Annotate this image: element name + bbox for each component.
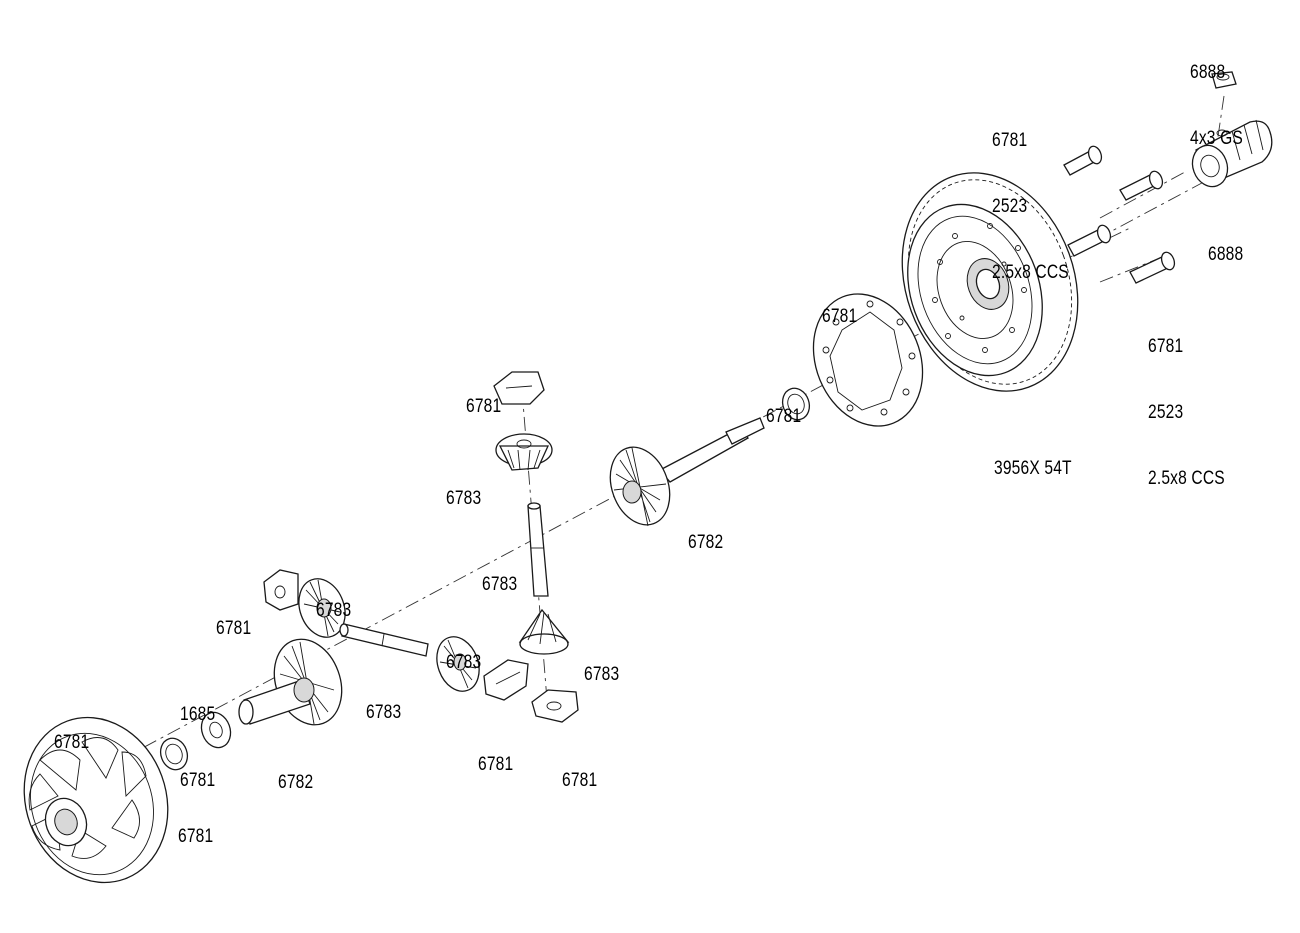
washer bbox=[200, 711, 232, 749]
label-spider-bottom-right: 6783 bbox=[584, 620, 619, 708]
screw-axis-top bbox=[1099, 171, 1186, 219]
label-spider-left: 6783 bbox=[316, 556, 351, 644]
label-cap-top: 6781 bbox=[466, 352, 501, 440]
label-pinion-body-number: 6888 bbox=[1208, 244, 1244, 265]
label-gasket-number: 6781 bbox=[822, 306, 858, 327]
spider-gear-top bbox=[495, 433, 553, 471]
label-cap-left: 6781 bbox=[216, 574, 251, 662]
label-spider-left-number: 6783 bbox=[316, 600, 352, 621]
label-diff-case-number: 6781 bbox=[54, 732, 90, 753]
label-cap-bottom-mid: 6781 bbox=[478, 710, 513, 798]
label-screw-right-part: 6781 bbox=[1148, 336, 1184, 357]
label-washer-alt: 6781 bbox=[180, 770, 216, 791]
pinion-set-screw bbox=[1211, 71, 1237, 89]
label-screw-top-size: 2.5x8 CCS bbox=[992, 262, 1069, 283]
label-spider-top: 6783 bbox=[446, 444, 481, 532]
cap-top bbox=[493, 371, 545, 405]
label-screw-right: 6781 2523 2.5x8 CCS bbox=[1148, 292, 1225, 512]
screw-right bbox=[1129, 251, 1176, 284]
label-spacer-bottom-right: 6781 bbox=[562, 726, 597, 814]
label-spider-right-mid-number: 6783 bbox=[446, 652, 482, 673]
label-washer: 1685 6781 bbox=[180, 660, 215, 814]
spider-gear-left bbox=[298, 578, 346, 638]
output-cup-upper bbox=[609, 417, 765, 527]
spacer-bottom-right bbox=[531, 689, 579, 723]
label-washer-part: 1685 bbox=[180, 704, 216, 725]
screw-mid-upper bbox=[1119, 170, 1164, 201]
label-output-cup-upper-number: 6782 bbox=[688, 532, 724, 553]
label-cap-bottom-mid-number: 6781 bbox=[478, 754, 514, 775]
o-ring-lower bbox=[159, 737, 189, 771]
label-screw-right-alt: 2523 bbox=[1148, 402, 1184, 423]
label-screw-top-part: 6781 bbox=[992, 130, 1028, 151]
label-output-cup-lower: 6782 bbox=[278, 728, 313, 816]
label-pinion-part: 6888 4x3 GS bbox=[1190, 18, 1243, 172]
pinion-screw-axis bbox=[1215, 95, 1225, 151]
cap-left bbox=[263, 569, 299, 611]
label-output-cup-upper: 6782 bbox=[688, 488, 723, 576]
label-diff-case: 6781 bbox=[54, 688, 89, 776]
label-o-ring-lower: 6781 bbox=[178, 782, 213, 870]
label-output-cup-lower-number: 6782 bbox=[278, 772, 314, 793]
screw-top bbox=[1063, 145, 1103, 176]
label-spider-right-mid: 6783 bbox=[446, 608, 481, 696]
label-cross-pin-vertical: 6783 bbox=[482, 530, 517, 618]
cross-pin-horizontal bbox=[339, 623, 429, 657]
cross-pin-vertical bbox=[527, 502, 549, 597]
label-cap-top-number: 6781 bbox=[466, 396, 502, 417]
label-cap-left-number: 6781 bbox=[216, 618, 252, 639]
label-pinion-part-number: 6888 bbox=[1190, 62, 1226, 83]
label-spider-top-number: 6783 bbox=[446, 488, 482, 509]
label-cross-pin-vertical-number: 6783 bbox=[482, 574, 518, 595]
label-cross-pin-horizontal: 6783 bbox=[366, 658, 401, 746]
label-pinion-body: 6888 bbox=[1208, 200, 1243, 288]
cap-bottom-mid bbox=[483, 659, 529, 701]
label-pinion-screw: 4x3 GS bbox=[1190, 128, 1243, 149]
screw-mid-lower bbox=[1067, 224, 1112, 257]
label-gasket: 6781 bbox=[822, 262, 857, 350]
label-o-ring-lower-number: 6781 bbox=[178, 826, 214, 847]
gasket bbox=[812, 293, 924, 427]
label-cross-pin-horizontal-number: 6783 bbox=[366, 702, 402, 723]
spur-gear bbox=[901, 172, 1079, 392]
label-screw-top: 6781 2523 2.5x8 CCS bbox=[992, 86, 1069, 306]
label-spur-gear-text: 3956X 54T bbox=[994, 458, 1072, 479]
label-spider-bottom-right-number: 6783 bbox=[584, 664, 620, 685]
output-cup-lower bbox=[238, 638, 343, 726]
label-o-ring-upper-number: 6781 bbox=[766, 406, 802, 427]
o-ring-upper bbox=[781, 387, 811, 421]
diff-case bbox=[23, 716, 169, 884]
label-screw-top-alt: 2523 bbox=[992, 196, 1028, 217]
pinion-gear bbox=[1191, 119, 1273, 188]
label-o-ring-upper: 6781 bbox=[766, 362, 801, 450]
spider-gear-right-mid bbox=[436, 636, 480, 692]
spider-gear-bottom-right bbox=[518, 608, 570, 655]
label-screw-right-size: 2.5x8 CCS bbox=[1148, 468, 1225, 489]
label-spacer-bottom-right-number: 6781 bbox=[562, 770, 598, 791]
label-spur-gear: 3956X 54T bbox=[994, 414, 1072, 502]
